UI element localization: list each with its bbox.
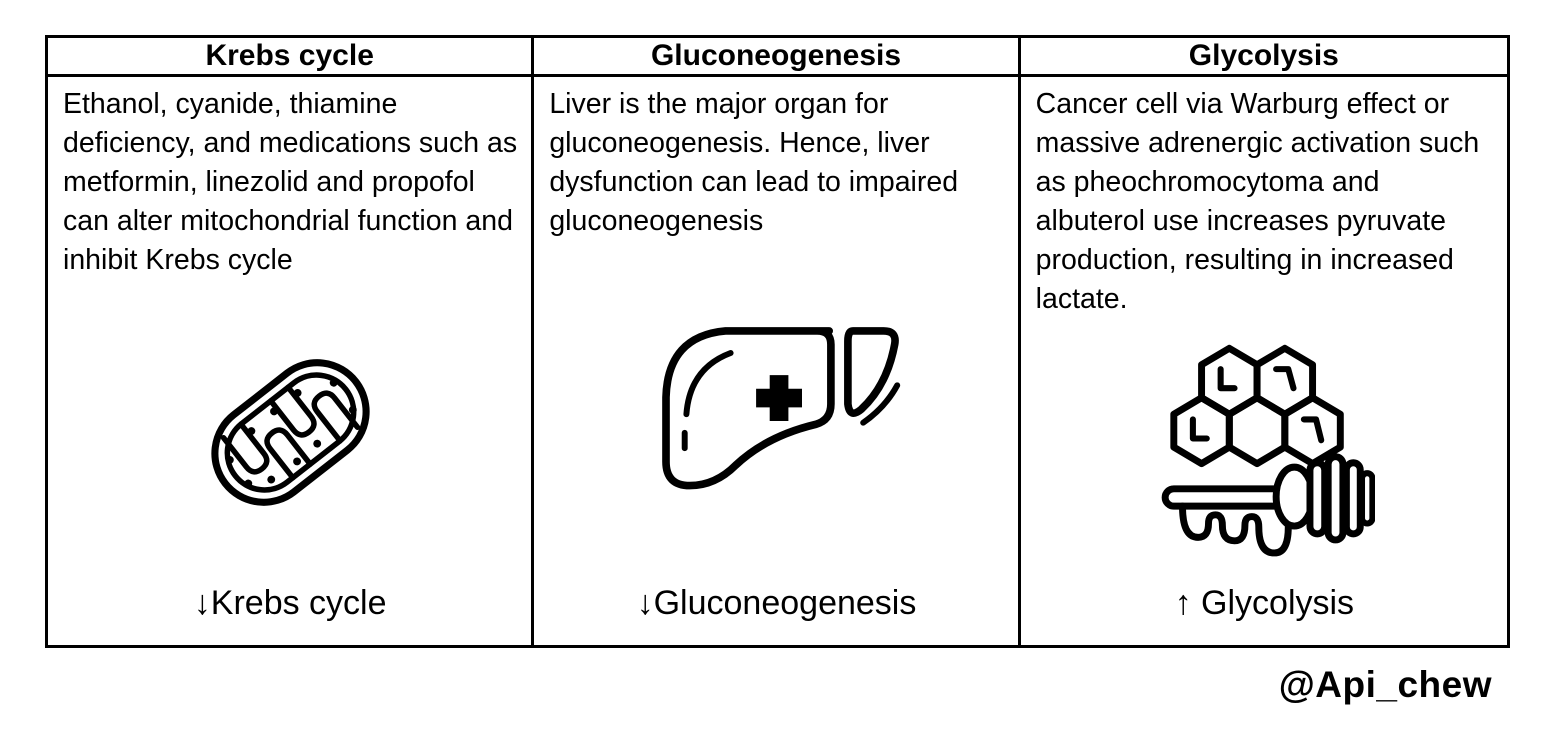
header-label: Gluconeogenesis: [650, 39, 902, 72]
watermark-handle: @Api_chew: [1278, 664, 1492, 705]
header-label: Krebs cycle: [205, 39, 374, 72]
liver-with-cross-icon: [649, 319, 904, 506]
metabolism-table: Krebs cycle Gluconeogenesis Glycolysis E…: [45, 35, 1510, 648]
header-glycolysis: Glycolysis: [1020, 38, 1507, 77]
mitochondria-icon: [188, 330, 393, 535]
gluconeogenesis-icon-area: [549, 241, 1003, 584]
header-gluconeogenesis: Gluconeogenesis: [534, 38, 1021, 77]
gluconeogenesis-description: Liver is the major organ for gluconeogen…: [549, 88, 959, 238]
glycolysis-caption: ↑ Glycolysis: [1174, 584, 1355, 622]
glycolysis-icon-area: [1036, 319, 1493, 584]
cell-krebs-cycle: Ethanol, cyanide, thiamine deficiency, a…: [48, 77, 535, 645]
krebs-caption: ↓Krebs cycle: [193, 584, 387, 622]
header-label: Glycolysis: [1188, 39, 1339, 72]
cell-gluconeogenesis: Liver is the major organ for gluconeogen…: [534, 77, 1021, 645]
header-krebs-cycle: Krebs cycle: [48, 38, 535, 77]
krebs-icon-area: [63, 280, 517, 584]
glycolysis-description: Cancer cell via Warburg effect or massiv…: [1035, 88, 1480, 316]
honeycomb-honey-dipper-icon: [1153, 343, 1376, 560]
cell-glycolysis: Cancer cell via Warburg effect or massiv…: [1021, 77, 1507, 645]
krebs-description: Ethanol, cyanide, thiamine deficiency, a…: [63, 88, 518, 277]
gluconeogenesis-caption: ↓Gluconeogenesis: [636, 584, 917, 622]
